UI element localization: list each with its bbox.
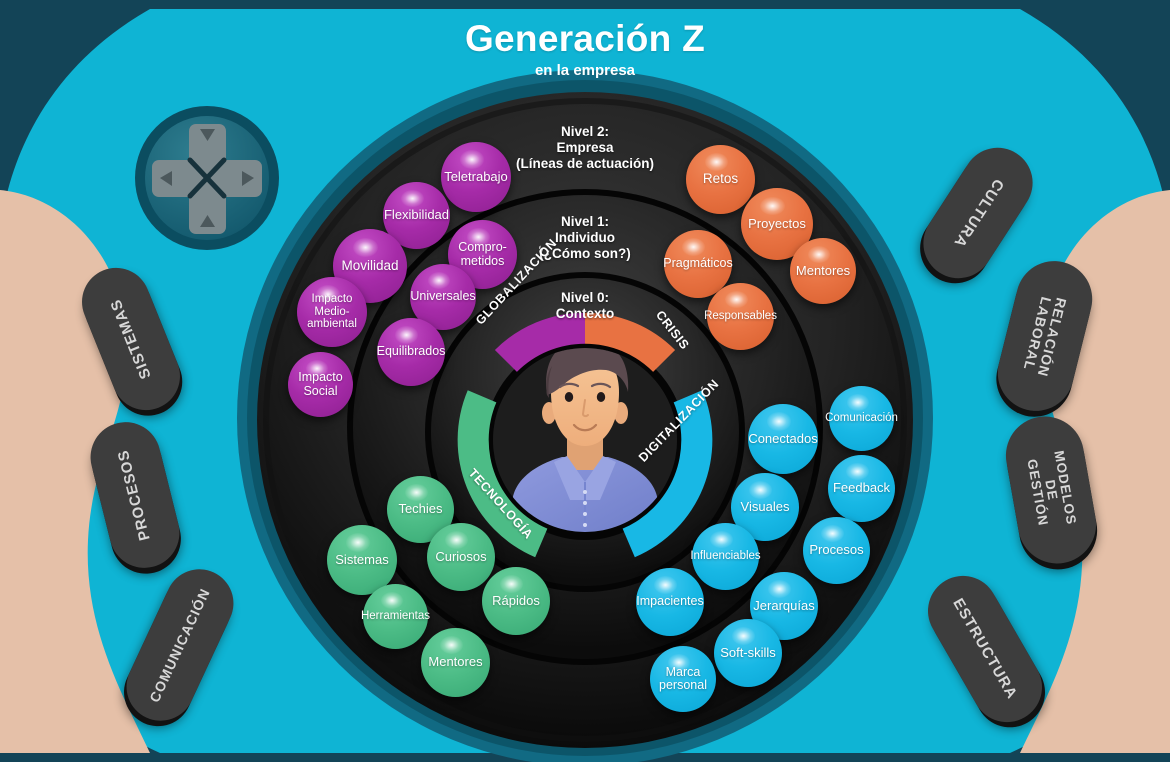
bubble-orange-2[interactable]: Pragmáticos [663,230,733,298]
side-pill-modelos-gestion[interactable]: MODELOS DE GESTIÓN [999,410,1103,570]
bubble-purple-7[interactable]: Impacto Social [288,352,353,417]
bubble-label: Sistemas [335,551,389,567]
side-pill-label: CULTURA [949,175,1007,251]
bubble-blue-1[interactable]: Conectados [748,404,818,474]
side-pill-label: SISTEMAS [106,296,155,382]
bubble-purple-1[interactable]: Flexibilidad [383,182,450,249]
side-pill-cultura[interactable]: CULTURA [909,134,1047,292]
bubble-purple-2[interactable]: Movilidad [333,229,407,303]
bubble-label: Equilibrados [376,344,446,359]
bubble-label: Proyectos [748,215,806,231]
dpad-graphic[interactable] [135,106,279,250]
page-subtitle: en la empresa [534,62,636,79]
side-pill-estructura[interactable]: ESTRUCTURA [915,563,1055,735]
bubble-label: Retos [702,171,739,187]
bubble-blue-4[interactable]: Procesos [803,517,870,584]
bubble-label: Impacientes [636,594,704,609]
side-pill-label: PROCESOS [115,447,155,543]
bubble-green-2[interactable]: Sistemas [327,525,397,595]
bubble-blue-8[interactable]: Soft-skills [714,619,782,687]
bubble-label: Jerarquías [753,597,815,613]
context-arc-group [457,312,713,558]
bubble-orange-3[interactable]: Mentores [790,238,856,304]
arc-crisis [585,312,676,372]
bubble-label: Movilidad [341,257,399,273]
side-pill-label: MODELOS DE GESTIÓN [1024,449,1080,528]
bubble-blue-2[interactable]: Feedback [828,455,895,522]
dpad-down-glyph [200,215,215,227]
dpad-right-glyph [242,171,254,186]
dpad-up-glyph [200,129,215,141]
bubble-label: Techies [398,501,443,517]
bubble-label: Rápidos [492,592,540,608]
bubble-green-5[interactable]: Mentores [421,628,490,697]
bubble-label: Comunicación [825,412,898,425]
bubble-green-1[interactable]: Curiosos [427,523,495,591]
bubble-label: Impacto Medio- ambiental [307,293,357,331]
bubble-label: Flexibilidad [383,207,450,223]
side-pill-label: COMUNICACIÓN [146,585,214,705]
bubble-blue-7[interactable]: Impacientes [636,568,704,636]
side-pill-procesos[interactable]: PROCESOS [83,414,187,576]
bubble-blue-9[interactable]: Marca personal [650,646,716,712]
person-avatar-graphic [493,348,677,532]
side-pill-label: ESTRUCTURA [949,595,1022,703]
arc-globalizacion [494,312,585,372]
side-pill-comunicacion[interactable]: COMUNICACIÓN [115,558,245,732]
bubble-label: Influenciables [690,550,761,563]
bubble-label: Conectados [748,430,818,446]
arc-tecnologia [457,390,548,558]
bubble-label: Mentores [795,262,851,278]
bubble-label: Curiosos [435,548,487,564]
bubble-purple-6[interactable]: Equilibrados [377,318,445,386]
bubble-label: Responsables [704,310,777,323]
dpad-left-glyph [160,171,172,186]
bubble-label: Mentores [428,654,483,670]
bubble-label: Universales [410,289,476,304]
side-pill-sistemas[interactable]: SISTEMAS [71,257,191,421]
bubble-label: Herramientas [360,610,431,623]
bubble-blue-5[interactable]: Influenciables [690,523,761,590]
bubble-green-4[interactable]: Herramientas [360,584,431,649]
bubble-label: Soft-skills [720,644,776,660]
bubble-label: Pragmáticos [663,256,733,271]
page-title: Generación Z [464,18,706,59]
bubble-label: Compro- metidos [458,240,507,268]
side-pill-relacion-laboral[interactable]: RELACIÓN LABORAL [989,253,1101,419]
side-pill-label: RELACIÓN LABORAL [1021,295,1071,380]
bubble-purple-5[interactable]: Impacto Medio- ambiental [297,277,367,347]
bubble-purple-0[interactable]: Teletrabajo [441,142,511,212]
bubble-blue-0[interactable]: Comunicación [825,386,898,451]
bubble-label: Feedback [832,480,891,496]
bubble-label: Impacto Social [298,370,343,398]
bubble-orange-0[interactable]: Retos [686,145,755,214]
bubble-green-3[interactable]: Rápidos [482,567,550,635]
arc-digitalizacion [622,390,713,558]
bubble-orange-4[interactable]: Responsables [704,283,777,350]
bubble-label: Marca personal [659,664,707,692]
bubble-label: Teletrabajo [444,168,508,184]
bubble-label: Visuales [740,498,790,514]
bubble-label: Procesos [809,542,864,558]
